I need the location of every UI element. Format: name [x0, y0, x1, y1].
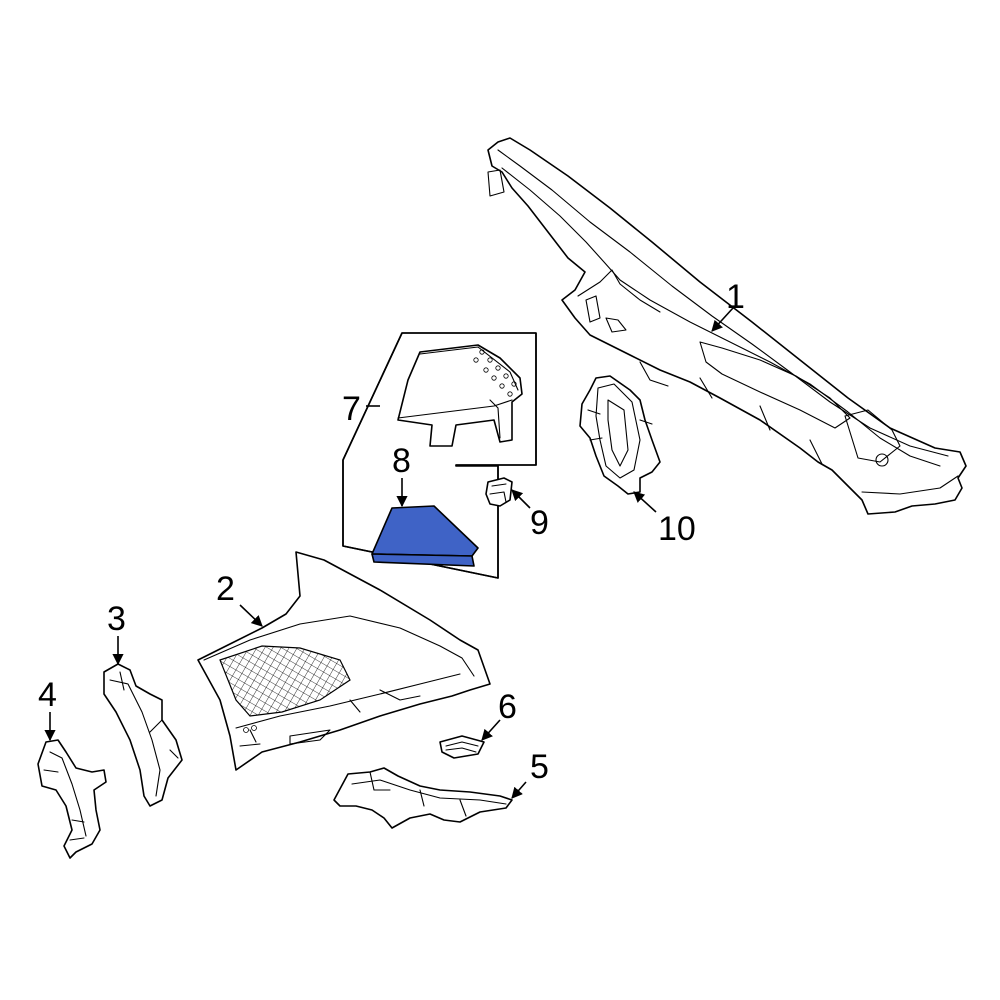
callout-numbers: 1 2 3 4 5 6 7 8 9 10 — [38, 278, 745, 786]
part-5-bracket[interactable] — [333, 767, 513, 829]
leader-6 — [481, 719, 501, 741]
callout-8: 8 — [392, 442, 411, 480]
callout-10: 10 — [658, 510, 696, 548]
callout-2: 2 — [216, 570, 235, 608]
filter-highlight[interactable] — [371, 505, 479, 557]
leader-2 — [239, 604, 263, 627]
leader-9 — [511, 489, 531, 509]
part-1-cowl-panel[interactable] — [487, 137, 967, 515]
part-3-bracket[interactable] — [103, 663, 183, 807]
part-4-bracket[interactable] — [37, 739, 107, 859]
callout-6: 6 — [498, 688, 517, 726]
part-8-air-filter[interactable] — [371, 505, 479, 567]
callout-4: 4 — [38, 676, 57, 714]
part-9-clip[interactable] — [485, 477, 513, 507]
part-10-bracket[interactable] — [579, 375, 661, 495]
part-2-cover-panel[interactable] — [197, 551, 491, 771]
callout-9: 9 — [530, 504, 549, 542]
callout-5: 5 — [530, 748, 549, 786]
leader-1 — [711, 307, 734, 332]
part-6-pad[interactable] — [439, 735, 485, 759]
housing-holes — [473, 349, 517, 397]
callout-3: 3 — [107, 600, 126, 638]
callout-1: 1 — [726, 278, 745, 316]
leader-5 — [511, 781, 527, 799]
leader-lines — [44, 307, 734, 799]
leader-10 — [633, 491, 657, 513]
callout-7: 7 — [342, 390, 361, 428]
